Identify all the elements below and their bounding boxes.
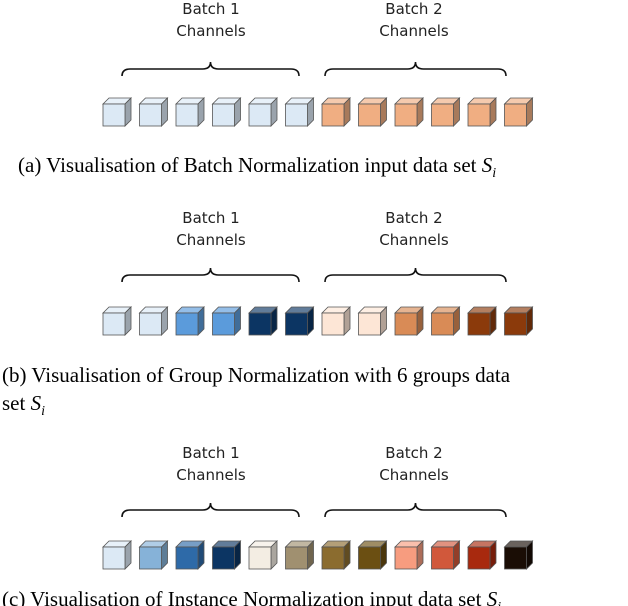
channel-cube <box>102 97 132 127</box>
channel-cube <box>503 97 534 127</box>
channel-cube <box>175 306 205 336</box>
caption-line: set Si <box>2 391 45 419</box>
channel-cube <box>138 306 169 336</box>
channel-cube <box>175 97 205 127</box>
channel-cube <box>321 540 351 570</box>
channel-cube <box>503 306 534 336</box>
batch-2-brace <box>324 267 507 283</box>
caption-line: (c) Visualisation of Instance Normalizat… <box>2 587 501 606</box>
channel-cube <box>284 97 315 127</box>
batch-2-brace <box>324 502 507 518</box>
channel-cube <box>394 540 424 570</box>
channel-cube <box>430 306 461 336</box>
channel-cube <box>211 97 242 127</box>
channel-cube <box>138 97 169 127</box>
caption-line: (a) Visualisation of Batch Normalization… <box>18 153 496 181</box>
channel-cube <box>102 306 132 336</box>
channel-cube <box>248 97 278 127</box>
channel-cube <box>102 540 132 570</box>
channel-cube <box>394 97 424 127</box>
channel-cube <box>248 540 278 570</box>
channel-cube <box>211 306 242 336</box>
batch-1-brace <box>121 267 300 283</box>
channel-cube <box>248 306 278 336</box>
channel-cube <box>321 97 351 127</box>
batch-1-brace <box>121 502 300 518</box>
caption-line: (b) Visualisation of Group Normalization… <box>2 363 511 387</box>
channel-cube <box>211 540 242 570</box>
channel-cube <box>357 306 388 336</box>
channel-cube <box>467 306 497 336</box>
channel-cube <box>175 540 205 570</box>
channel-cube <box>430 540 461 570</box>
batch-1-brace <box>121 61 300 77</box>
channel-cube <box>321 306 351 336</box>
channel-cube <box>430 97 461 127</box>
batch-2-brace <box>324 61 507 77</box>
channel-cube <box>503 540 534 570</box>
channel-cube <box>284 540 315 570</box>
channel-cube <box>394 306 424 336</box>
channel-cube <box>467 540 497 570</box>
channel-cube <box>138 540 169 570</box>
channel-cube <box>357 540 388 570</box>
channel-cube <box>357 97 388 127</box>
channel-cube <box>467 97 497 127</box>
channel-cube <box>284 306 315 336</box>
